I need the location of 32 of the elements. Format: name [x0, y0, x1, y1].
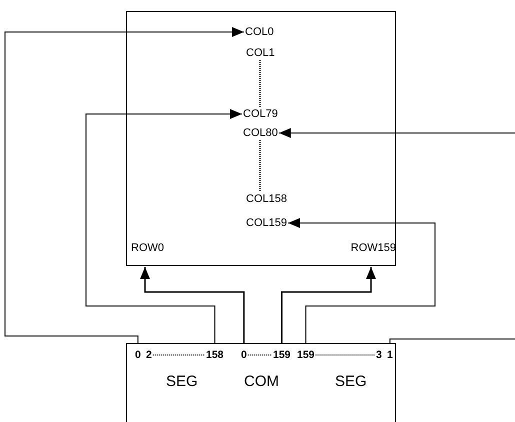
dotted-line [247, 354, 272, 356]
connector-arrow [86, 109, 242, 344]
pin-number: 2 [146, 349, 152, 361]
block-label: SEG [335, 373, 367, 391]
connector-arrow [140, 267, 245, 344]
pin-number: 159 [273, 349, 291, 361]
pin-number: 0 [135, 349, 141, 361]
row-label: ROW159 [336, 242, 396, 266]
dotted-line [315, 354, 376, 356]
dotted-line [259, 60, 261, 107]
row-label: ROW0 [131, 242, 171, 266]
connector-arrow [287, 218, 436, 344]
connector-arrow [281, 267, 376, 344]
column-label: COL80 [243, 127, 278, 139]
connector-arrow [4, 27, 244, 344]
pin-number: 159 [297, 349, 315, 361]
dotted-line [259, 140, 261, 192]
block-label: COM [244, 373, 279, 391]
pin-number: 158 [206, 349, 224, 361]
column-label: COL1 [246, 47, 275, 59]
pin-number: 1 [387, 349, 393, 361]
block-label: SEG [166, 373, 198, 391]
column-label: COL0 [245, 26, 274, 38]
column-label: COL159 [246, 217, 287, 229]
driver-chip-box [126, 343, 396, 422]
display-panel-box [126, 11, 396, 266]
column-label: COL79 [243, 108, 278, 120]
dotted-line [152, 354, 206, 356]
pin-number: 0 [241, 349, 247, 361]
connector-arrow [278, 128, 515, 344]
column-label: COL158 [246, 193, 287, 205]
pin-number: 3 [376, 349, 382, 361]
